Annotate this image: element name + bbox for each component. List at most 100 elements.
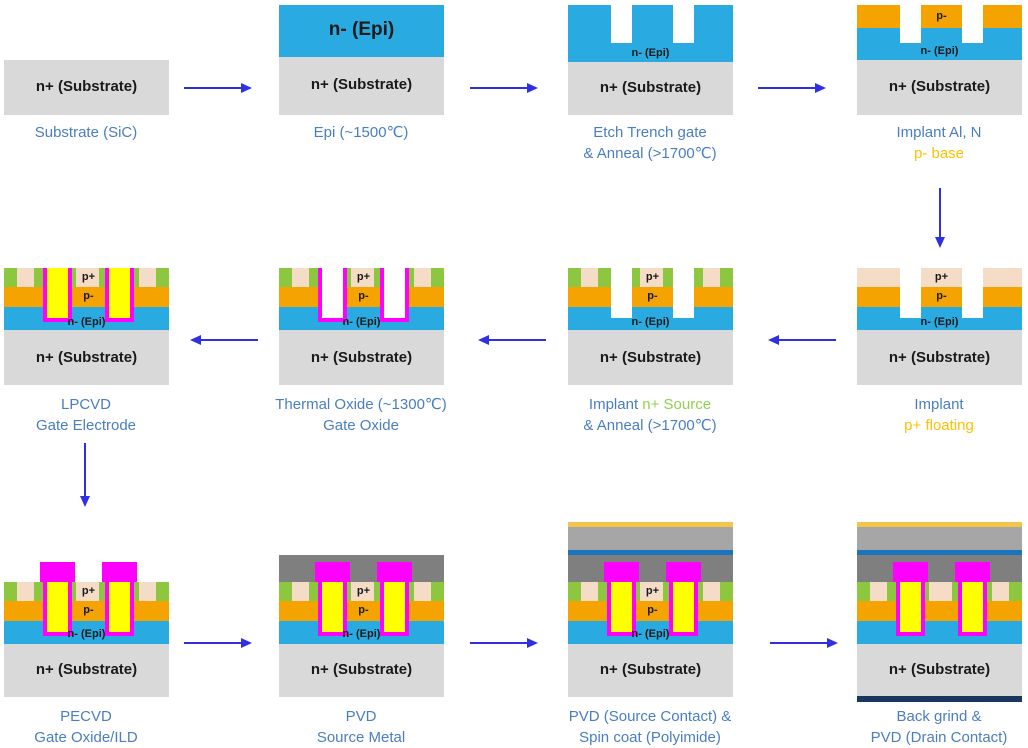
layer-poly bbox=[47, 582, 68, 632]
layer-sub bbox=[568, 62, 733, 115]
flow-arrow-5 bbox=[768, 335, 836, 345]
flow-arrow-9 bbox=[184, 638, 252, 648]
layer-label: n+ (Substrate) bbox=[310, 76, 413, 93]
flow-arrow-1 bbox=[184, 83, 252, 93]
layer-pplus bbox=[139, 582, 156, 601]
flow-arrow-3 bbox=[758, 83, 826, 93]
flow-arrow-8 bbox=[80, 443, 90, 507]
caption-line: Implant bbox=[819, 394, 1028, 415]
layer-sub bbox=[279, 330, 444, 385]
caption-line: PVD bbox=[241, 706, 481, 727]
step-7-figure: p+p-n- (Epi)n+ (Substrate) bbox=[279, 268, 444, 388]
caption-line: Epi (~1500℃) bbox=[241, 122, 481, 143]
caption-text: p+ floating bbox=[904, 417, 974, 434]
caption-text: Substrate (SiC) bbox=[34, 124, 138, 141]
layer-oxide bbox=[893, 562, 928, 582]
layer-gold bbox=[568, 522, 733, 527]
layer-pplus bbox=[76, 582, 99, 601]
caption-text: Source Metal bbox=[316, 729, 406, 746]
layer-pplus bbox=[581, 268, 598, 287]
layer-label: n+ (Substrate) bbox=[35, 661, 138, 678]
caption-line: PECVD bbox=[0, 706, 206, 727]
layer-label: p+ bbox=[934, 271, 949, 283]
caption-line: p- base bbox=[819, 143, 1028, 164]
layer-label: p- bbox=[358, 604, 369, 616]
step-1-figure: n+ (Substrate) bbox=[4, 0, 169, 115]
layer-oxide bbox=[102, 562, 137, 582]
layer-label: n- (Epi) bbox=[631, 47, 670, 59]
layer-pplus bbox=[414, 582, 431, 601]
caption-text: PVD (Drain Contact) bbox=[870, 729, 1008, 746]
layer-label: n+ (Substrate) bbox=[310, 661, 413, 678]
caption-line: Implant n+ Source bbox=[530, 394, 770, 415]
layer-pplus bbox=[351, 268, 374, 287]
layer-oxide bbox=[604, 562, 639, 582]
step-8-caption: LPCVD Gate Electrode bbox=[0, 394, 206, 436]
layer-pplus bbox=[581, 582, 598, 601]
caption-line: Gate Electrode bbox=[0, 415, 206, 436]
step-2-caption: Epi (~1500℃) bbox=[241, 122, 481, 143]
layer-oxide bbox=[377, 562, 412, 582]
layer-pplus bbox=[992, 582, 1009, 601]
layer-pplus bbox=[351, 582, 374, 601]
caption-line: Spin coat (Polyimide) bbox=[530, 727, 770, 748]
caption-text: Thermal Oxide (~1300℃) bbox=[275, 396, 447, 413]
layer-pplus bbox=[703, 268, 720, 287]
layer-white bbox=[900, 268, 921, 318]
step-6-figure: p+ p-n- (Epi) n+ (Substrate) bbox=[568, 268, 733, 388]
layer-pplus bbox=[17, 268, 34, 287]
flow-arrow-4 bbox=[935, 188, 945, 248]
layer-label: p+ bbox=[81, 271, 96, 283]
layer-epi bbox=[857, 621, 1022, 644]
layer-metal bbox=[279, 555, 444, 582]
layer-white bbox=[384, 268, 405, 318]
layer-sub bbox=[857, 60, 1022, 115]
layer-label: n- (Epi) bbox=[67, 628, 106, 640]
layer-pplus bbox=[703, 582, 720, 601]
caption-line: Back grind & bbox=[819, 706, 1028, 727]
caption-text: LPCVD bbox=[60, 396, 112, 413]
caption-line: Substrate (SiC) bbox=[0, 122, 206, 143]
caption-text: Implant bbox=[914, 396, 964, 413]
layer-poly bbox=[109, 582, 130, 632]
layer-white bbox=[900, 5, 921, 43]
layer-label: n+ (Substrate) bbox=[888, 349, 991, 366]
layer-pplus bbox=[640, 582, 663, 601]
layer-metal bbox=[857, 555, 1022, 582]
arrow-head bbox=[815, 83, 826, 93]
layer-label: n+ (Substrate) bbox=[310, 349, 413, 366]
layer-sub bbox=[4, 60, 169, 115]
arrow-head bbox=[80, 496, 90, 507]
layer-bline bbox=[857, 550, 1022, 555]
caption-text: Etch Trench gate bbox=[593, 124, 707, 141]
layer-white bbox=[611, 268, 632, 318]
caption-text: Gate Electrode bbox=[35, 417, 137, 434]
layer-label: n- (Epi) bbox=[920, 316, 959, 328]
layer-sub bbox=[857, 330, 1022, 385]
caption-text: & Anneal (>1700℃) bbox=[583, 417, 717, 434]
layer-poly bbox=[900, 582, 921, 632]
caption-line: PVD (Drain Contact) bbox=[819, 727, 1028, 748]
layer-metal2 bbox=[568, 527, 733, 550]
caption-line: & Anneal (>1700℃) bbox=[530, 415, 770, 436]
caption-text: Gate Oxide/ILD bbox=[34, 729, 138, 746]
layer-poly bbox=[673, 582, 694, 632]
step-8-figure: p+p-n- (Epi)n+ (Substrate) bbox=[4, 268, 169, 388]
layer-sub bbox=[279, 57, 444, 115]
layer-label: n+ (Substrate) bbox=[599, 349, 702, 366]
layer-white bbox=[673, 5, 694, 43]
layer-pplus bbox=[76, 268, 99, 287]
caption-line: PVD (Source Contact) & bbox=[530, 706, 770, 727]
layer-label: p+ bbox=[645, 271, 660, 283]
step-11-caption: PVD (Source Contact) &Spin coat (Polyimi… bbox=[530, 706, 770, 748]
layer-label: n- (Epi) bbox=[328, 19, 395, 40]
arrow-head bbox=[527, 638, 538, 648]
layer-label: p- bbox=[936, 290, 947, 302]
step-11-figure: p+p-n- (Epi)n+ (Substrate) bbox=[568, 522, 733, 702]
caption-text: Epi (~1500℃) bbox=[313, 124, 409, 141]
layer-label: p- bbox=[647, 290, 658, 302]
step-12-caption: Back grind & PVD (Drain Contact) bbox=[819, 706, 1028, 748]
layer-label: n- (Epi) bbox=[631, 316, 670, 328]
arrow-head bbox=[768, 335, 779, 345]
